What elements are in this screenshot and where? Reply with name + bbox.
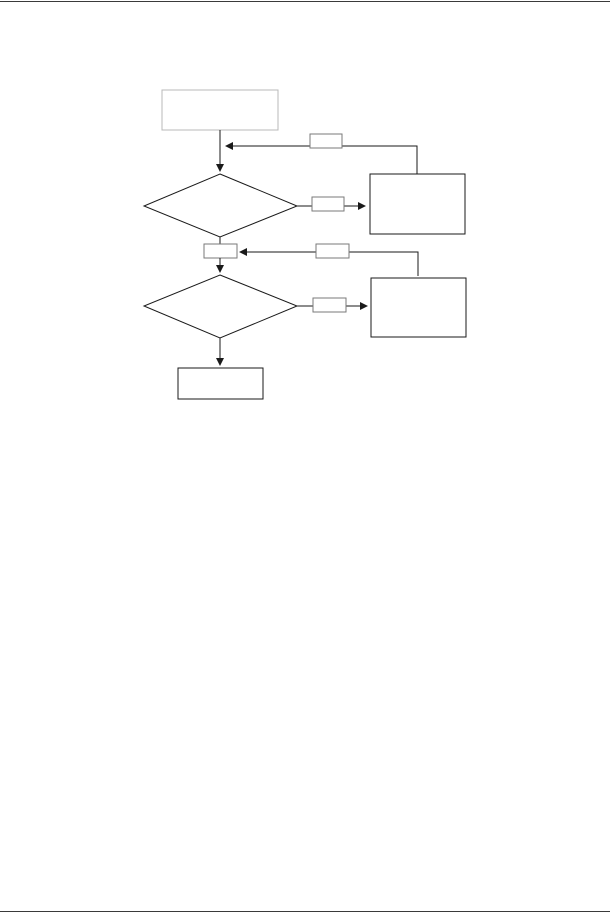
footer-rule [0, 911, 610, 912]
header-rule [0, 1, 610, 2]
yes-2-label-box [312, 297, 347, 313]
action-box-2 [370, 277, 467, 338]
no-1-label-box [203, 243, 238, 259]
connector-loop-back-2 [239, 248, 419, 276]
end-box [177, 367, 264, 400]
decision-2 [142, 274, 299, 339]
start-box [161, 89, 279, 131]
yes-1-label-box [311, 196, 345, 212]
loop-back-1-label-box [309, 133, 343, 149]
action-box-1 [369, 173, 466, 235]
decision-1 [142, 173, 299, 238]
connector-loop-back-1 [225, 142, 418, 174]
loop-back-2-label-box [315, 243, 350, 259]
